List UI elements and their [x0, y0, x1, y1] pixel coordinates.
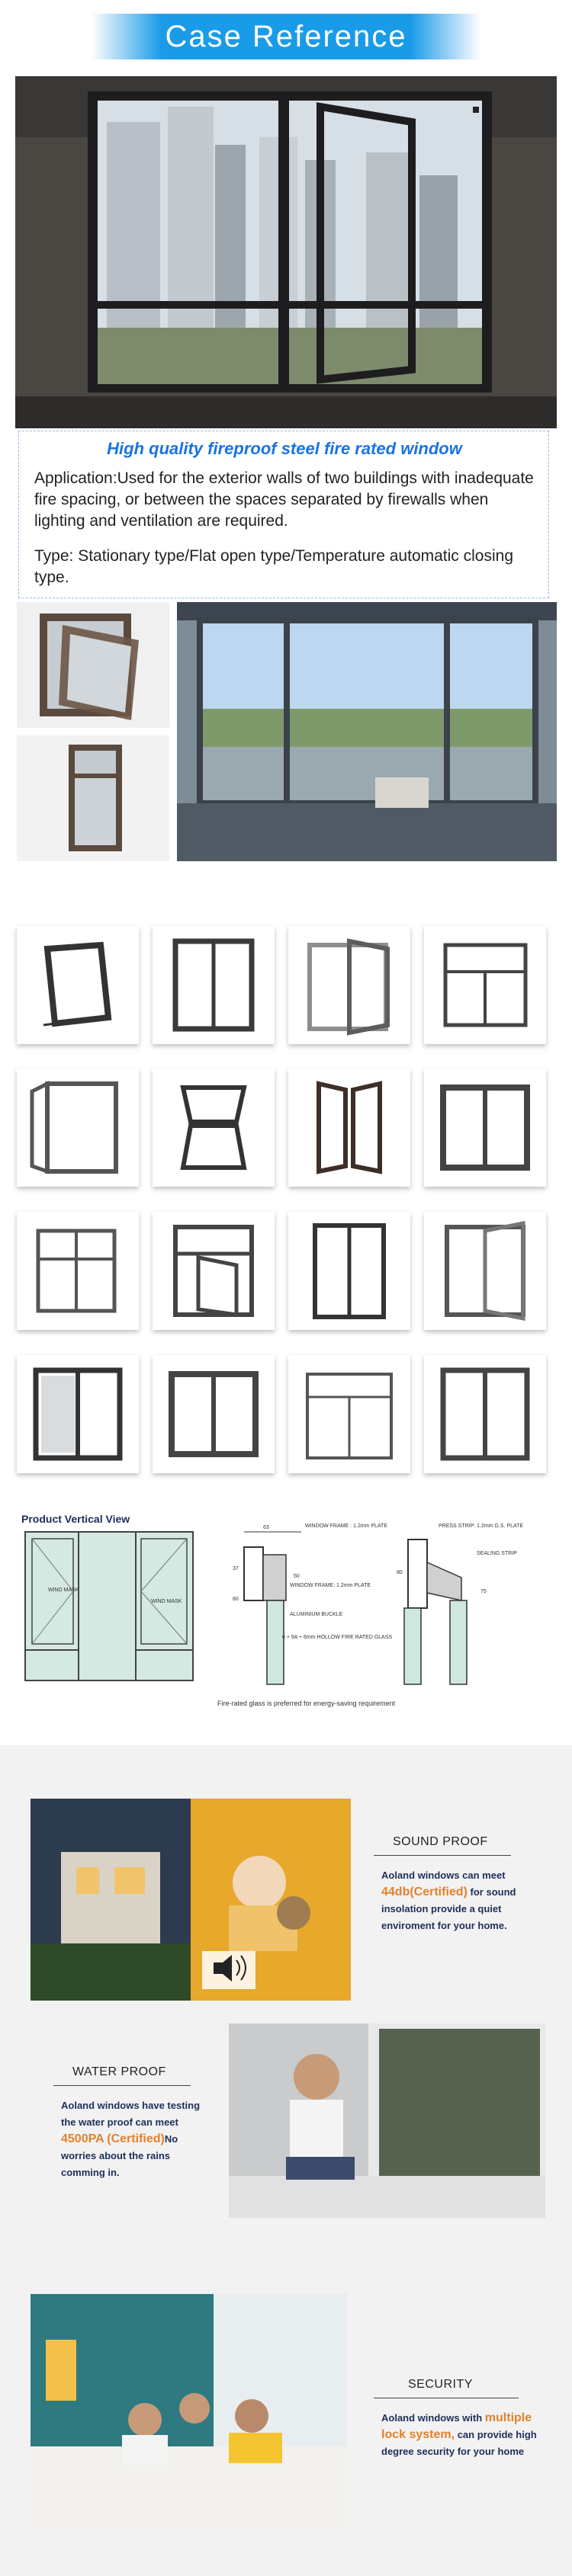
product-card [17, 926, 139, 1044]
features-section: SOUND PROOF Aoland windows can meet 44db… [0, 1745, 572, 2576]
window-sample-photo-2 [17, 735, 169, 861]
water-proof-text: Aoland windows have testing the water pr… [61, 2097, 214, 2181]
sound-proof-title: SOUND PROOF [393, 1835, 488, 1848]
security-text: Aoland windows with multiple lock system… [381, 2410, 541, 2460]
product-card [288, 1212, 410, 1330]
fire-window-type: Type: Stationary type/Flat open type/Tem… [34, 547, 514, 586]
water-proof-divider [53, 2085, 191, 2086]
sound-proof-divider [374, 1855, 511, 1856]
product-card [17, 1212, 139, 1330]
press-strip-label: PRESS STRIP: 1.2mm G.S. PLATE [439, 1523, 523, 1529]
product-card [288, 1355, 410, 1473]
hero-window-photo [15, 76, 557, 428]
elevation-drawing: WIND MASK WIND MASK [21, 1528, 197, 1684]
water-text-b: No worries about the rains comming in. [61, 2133, 178, 2178]
fire-window-application: Application:Used for the exterior walls … [34, 469, 534, 530]
section-banner: Case Reference [92, 14, 480, 59]
sound-proof-photo [31, 1799, 351, 2001]
water-text-a: Aoland windows have testing the water pr… [61, 2100, 201, 2128]
window-frame-label-2: WINDOW FRAME: 1.2mm PLATE [290, 1583, 371, 1588]
product-card [424, 1069, 546, 1187]
water-proof-title: WATER PROOF [72, 2065, 166, 2078]
dim-50: 50 [294, 1574, 300, 1579]
product-card [153, 1355, 275, 1473]
dim-63: 63 [263, 1525, 269, 1530]
security-highlight: multiple lock system, [381, 2411, 532, 2441]
glass-label: 6 + 9A + 6mm HOLLOW FIRE RATED GLASS [282, 1635, 393, 1640]
dim-80-left: 80 [233, 1597, 239, 1602]
water-highlight-b: (Certified) [107, 2132, 165, 2145]
sound-text-a: Aoland windows can meet [381, 1870, 506, 1881]
section-drawing: 63 37 50 80 WINDOW FRAME : 1.2mm PLATE W… [217, 1517, 553, 1692]
window-frame-label: WINDOW FRAME : 1.2mm PLATE [305, 1523, 387, 1529]
product-card [424, 1355, 546, 1473]
sealing-strip-label: SEALING STRIP [477, 1551, 517, 1556]
product-card [424, 926, 546, 1044]
living-room-window-photo [177, 602, 557, 861]
vertical-view-title: Product Vertical View [21, 1513, 130, 1525]
dim-75: 75 [480, 1589, 487, 1594]
product-card [153, 1212, 275, 1330]
water-highlight-a: 4500PA [61, 2132, 104, 2145]
product-card [17, 1355, 139, 1473]
security-title: SECURITY [408, 2378, 473, 2391]
water-proof-photo [229, 2023, 545, 2218]
product-card [153, 1069, 275, 1187]
sound-text-b: for sound insolation provide a quiet env… [381, 1886, 516, 1931]
aluminium-buckle-label: ALUMINIUM BUCKLE [290, 1612, 343, 1617]
dim-80-right: 80 [397, 1570, 403, 1575]
vertical-view-note: Fire-rated glass is preferred for energy… [217, 1700, 396, 1707]
wind-mask-label-2: WIND MASK [151, 1599, 182, 1604]
dim-37: 37 [233, 1566, 239, 1572]
sound-highlight: 44db(Certified) [381, 1886, 468, 1898]
fire-window-title: High quality fireproof steel fire rated … [107, 439, 462, 458]
product-card [288, 926, 410, 1044]
security-photo [31, 2294, 347, 2530]
sound-proof-text: Aoland windows can meet 44db(Certified) … [381, 1867, 519, 1934]
fire-window-description: High quality fireproof steel fire rated … [18, 431, 549, 598]
product-card [17, 1069, 139, 1187]
window-sample-photo-1 [17, 602, 169, 728]
security-text-a: Aoland windows with [381, 2412, 483, 2424]
product-card [424, 1212, 546, 1330]
product-card [153, 926, 275, 1044]
banner-title: Case Reference [165, 19, 407, 53]
product-card [288, 1069, 410, 1187]
security-text-b: can provide high degree security for you… [381, 2429, 537, 2457]
wind-mask-label: WIND MASK [48, 1588, 79, 1593]
